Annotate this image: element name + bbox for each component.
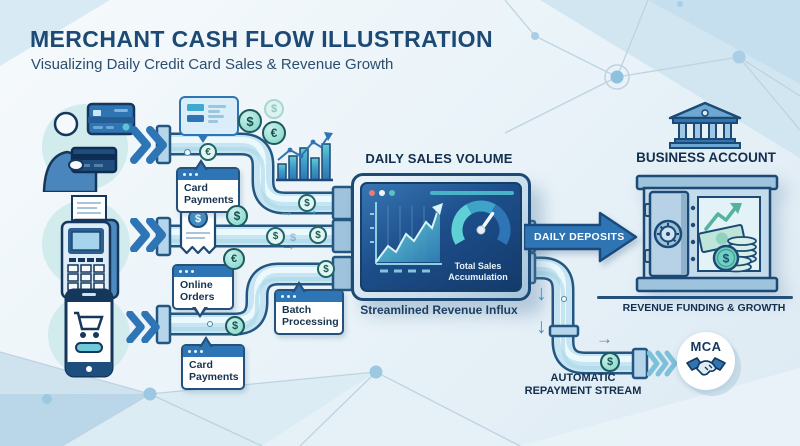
bubble-header (183, 346, 243, 357)
bubble-tail (199, 336, 213, 348)
dollar-coin-icon: $ (600, 352, 620, 372)
daily-deposits-label: DAILY DEPOSITS (534, 231, 625, 243)
mca-label: MCA (690, 339, 722, 354)
daily-sales-volume-title: DAILY SALES VOLUME (365, 151, 513, 166)
bank-icon (668, 101, 742, 149)
svg-text:$: $ (195, 213, 201, 225)
chevron-double-icon (130, 218, 166, 252)
business-caption: REVENUE FUNDING & GROWTH (622, 302, 786, 314)
bubble-tail (194, 159, 208, 171)
screen-topbar (430, 191, 514, 195)
right-arrow-icon: → (281, 237, 296, 254)
pipe-bubble (184, 149, 191, 156)
handshake-icon (686, 357, 726, 376)
chevron-triple-icon (647, 350, 678, 377)
dollar-coin-icon: $ (238, 109, 262, 133)
right-arrow-icon: → (303, 202, 319, 219)
vault-ground-line (597, 296, 793, 299)
euro-coin-icon: € (199, 143, 217, 161)
page-subtitle: Visualizing Daily Credit Card Sales & Re… (31, 56, 394, 73)
chevron-double-icon (130, 126, 167, 164)
dollar-coin-icon: $ (309, 226, 327, 244)
dollar-coin-icon: $ (266, 227, 285, 246)
euro-coin-icon: € (223, 248, 245, 270)
down-arrow-icon: ↓ (536, 282, 547, 305)
right-arrow-icon: → (279, 203, 294, 220)
dollar-coin-icon: $ (298, 194, 316, 212)
right-arrow-icon: → (596, 329, 613, 348)
svg-text:$: $ (290, 232, 296, 244)
bubble-tail (292, 281, 306, 293)
pipe-bubble (561, 296, 567, 302)
pipe-bubble (207, 321, 213, 327)
daily-deposits-arrow: DAILY DEPOSITS (524, 211, 638, 263)
bubble-header (174, 266, 232, 277)
euro-coin-icon: € (262, 121, 286, 145)
dollar-coin-icon: $ (317, 260, 335, 278)
chevron-double-icon (126, 311, 160, 343)
dollar-coin-icon: $ (225, 316, 245, 336)
accumulation-gauge (451, 200, 511, 245)
bubble-tail (192, 305, 208, 318)
business-account-title: BUSINESS ACCOUNT (636, 150, 776, 165)
down-arrow-icon: ↓ (536, 315, 547, 338)
monitor-caption: Streamlined Revenue Influx (360, 303, 518, 317)
svg-text:$: $ (723, 252, 730, 266)
bubble-header (178, 169, 238, 180)
payment-message-bubble-icon (179, 96, 239, 143)
page-title: MERCHANT CASH FLOW ILLUSTRATION (30, 26, 493, 52)
sales-trend-chart (370, 202, 443, 273)
customer-credit-card-icon (42, 102, 136, 192)
bubble-header (276, 291, 342, 302)
mca-badge: MCA (677, 332, 735, 390)
receipt-icon: $ (179, 204, 217, 255)
dollar-coin-icon: $ (226, 205, 248, 227)
growth-bar-chart-icon (276, 132, 333, 182)
screen-dots (369, 190, 395, 196)
vault-icon: $ (635, 174, 779, 293)
mobile-shopping-icon (64, 288, 114, 378)
dollar-coin-icon: $ (264, 99, 284, 119)
